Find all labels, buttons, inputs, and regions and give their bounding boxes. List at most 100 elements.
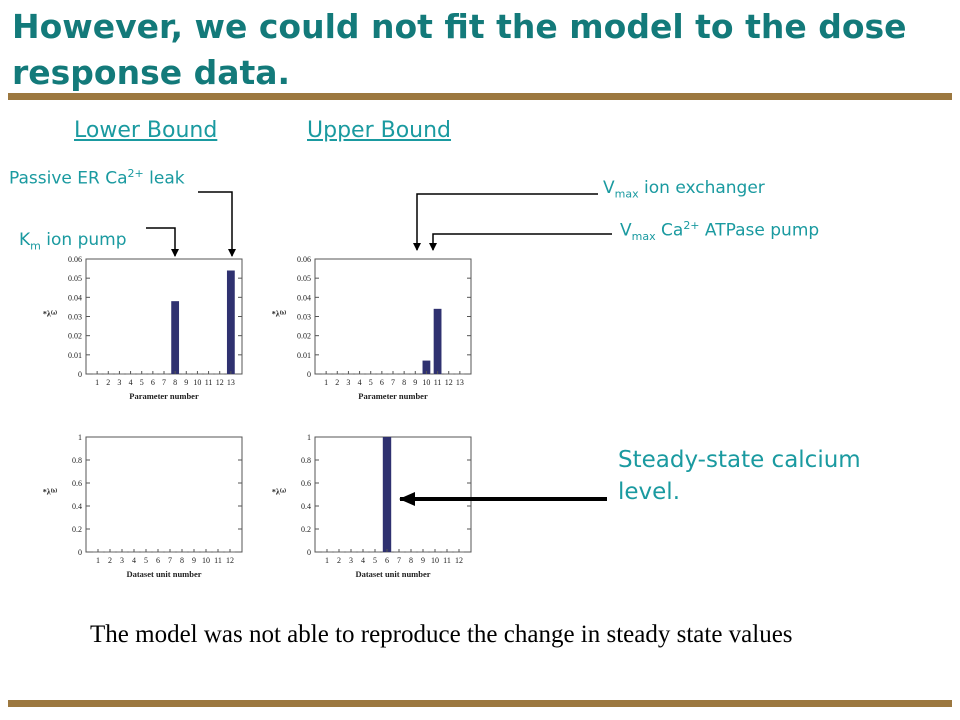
vmax-exchanger-label: Vmax ion exchanger: [603, 178, 765, 201]
y-tick-label: 0.2: [72, 525, 82, 534]
y-tick-label: 0.04: [68, 293, 82, 302]
y-tick-label: 0.4: [301, 502, 311, 511]
x-tick-label: 2: [337, 556, 341, 565]
x-tick-label: 2: [108, 556, 112, 565]
steady-state-note: Steady-state calcium level.: [618, 447, 861, 505]
x-tick-label: 9: [184, 378, 188, 387]
plot-frame: [314, 258, 472, 375]
x-axis-label: Dataset unit number: [126, 569, 201, 579]
y-tick-label: 0: [78, 548, 82, 557]
vmax-atpase-label: Vmax Ca2+ ATPase pump: [620, 219, 820, 244]
x-axis-label: Parameter number: [129, 391, 199, 401]
plot-frame: [314, 436, 472, 553]
x-axis-label: Parameter number: [358, 391, 428, 401]
x-tick-label: 2: [106, 378, 110, 387]
y-axis-label: *λ⁽ᵇ⁾: [43, 488, 57, 497]
x-tick-label: 4: [358, 378, 362, 387]
x-tick-label: 13: [227, 378, 235, 387]
x-tick-label: 1: [96, 556, 100, 565]
bar: [171, 301, 180, 374]
x-tick-label: 9: [413, 378, 417, 387]
bar: [422, 360, 431, 374]
x-tick-label: 10: [431, 556, 439, 565]
x-tick-label: 7: [391, 378, 395, 387]
x-axis-label: Dataset unit number: [355, 569, 430, 579]
x-tick-label: 1: [95, 378, 99, 387]
x-tick-label: 8: [180, 556, 184, 565]
y-tick-label: 1: [307, 433, 311, 442]
y-tick-label: 0.8: [72, 456, 82, 465]
y-tick-label: 0.6: [301, 479, 311, 488]
x-tick-label: 11: [214, 556, 222, 565]
vmax-atpase-arrow: [429, 233, 612, 251]
bar: [226, 270, 235, 374]
y-tick-label: 0.05: [68, 274, 82, 283]
x-tick-label: 13: [456, 378, 464, 387]
passive-leak-label: Passive ER Ca2+ leak: [9, 167, 185, 189]
x-tick-label: 9: [421, 556, 425, 565]
y-tick-label: 0.02: [68, 332, 82, 341]
x-tick-label: 1: [325, 556, 329, 565]
x-tick-label: 3: [346, 378, 350, 387]
y-tick-label: 0.6: [72, 479, 82, 488]
passive-leak-arrow: [198, 191, 236, 257]
x-tick-label: 2: [335, 378, 339, 387]
top-divider: [8, 93, 952, 100]
plot-frame: [85, 258, 243, 375]
lower-bound-header: Lower Bound: [74, 118, 218, 143]
km-pump-label: Km ion pump: [19, 230, 127, 253]
y-tick-label: 0.06: [297, 255, 311, 264]
y-tick-label: 0.04: [297, 293, 311, 302]
x-tick-label: 5: [144, 556, 148, 565]
y-tick-label: 0.03: [297, 313, 311, 322]
y-tick-label: 0: [307, 370, 311, 379]
y-axis-label: *λ⁽ᵃ⁾: [272, 488, 286, 497]
x-tick-label: 3: [120, 556, 124, 565]
caption: The model was not able to reproduce the …: [90, 621, 793, 648]
y-tick-label: 0: [307, 548, 311, 557]
y-tick-label: 0.4: [72, 502, 82, 511]
y-tick-label: 0.01: [68, 351, 82, 360]
x-tick-label: 6: [385, 556, 389, 565]
x-tick-label: 6: [380, 378, 384, 387]
x-tick-label: 4: [129, 378, 133, 387]
y-tick-label: 1: [78, 433, 82, 442]
slide-title: However, we could not fit the model to t…: [12, 7, 907, 92]
y-tick-label: 0: [78, 370, 82, 379]
x-tick-label: 7: [162, 378, 166, 387]
x-tick-label: 8: [402, 378, 406, 387]
x-tick-label: 9: [192, 556, 196, 565]
x-tick-label: 5: [140, 378, 144, 387]
x-tick-label: 8: [173, 378, 177, 387]
x-tick-label: 6: [156, 556, 160, 565]
plot-frame: [85, 436, 243, 553]
km-pump-arrow: [146, 227, 179, 257]
vmax-exchanger-arrow: [413, 193, 598, 251]
x-tick-label: 7: [397, 556, 401, 565]
bar: [382, 437, 392, 552]
x-tick-label: 10: [202, 556, 210, 565]
x-tick-label: 8: [409, 556, 413, 565]
bottom-divider: [8, 700, 952, 707]
upper-bound-header: Upper Bound: [307, 118, 452, 143]
y-tick-label: 0.01: [297, 351, 311, 360]
y-tick-label: 0.05: [297, 274, 311, 283]
y-tick-label: 0.2: [301, 525, 311, 534]
x-tick-label: 4: [132, 556, 136, 565]
x-tick-label: 6: [151, 378, 155, 387]
x-tick-label: 7: [168, 556, 172, 565]
x-tick-label: 3: [117, 378, 121, 387]
y-tick-label: 0.02: [297, 332, 311, 341]
x-tick-label: 12: [455, 556, 463, 565]
x-tick-label: 3: [349, 556, 353, 565]
x-tick-label: 11: [443, 556, 451, 565]
x-tick-label: 10: [422, 378, 430, 387]
